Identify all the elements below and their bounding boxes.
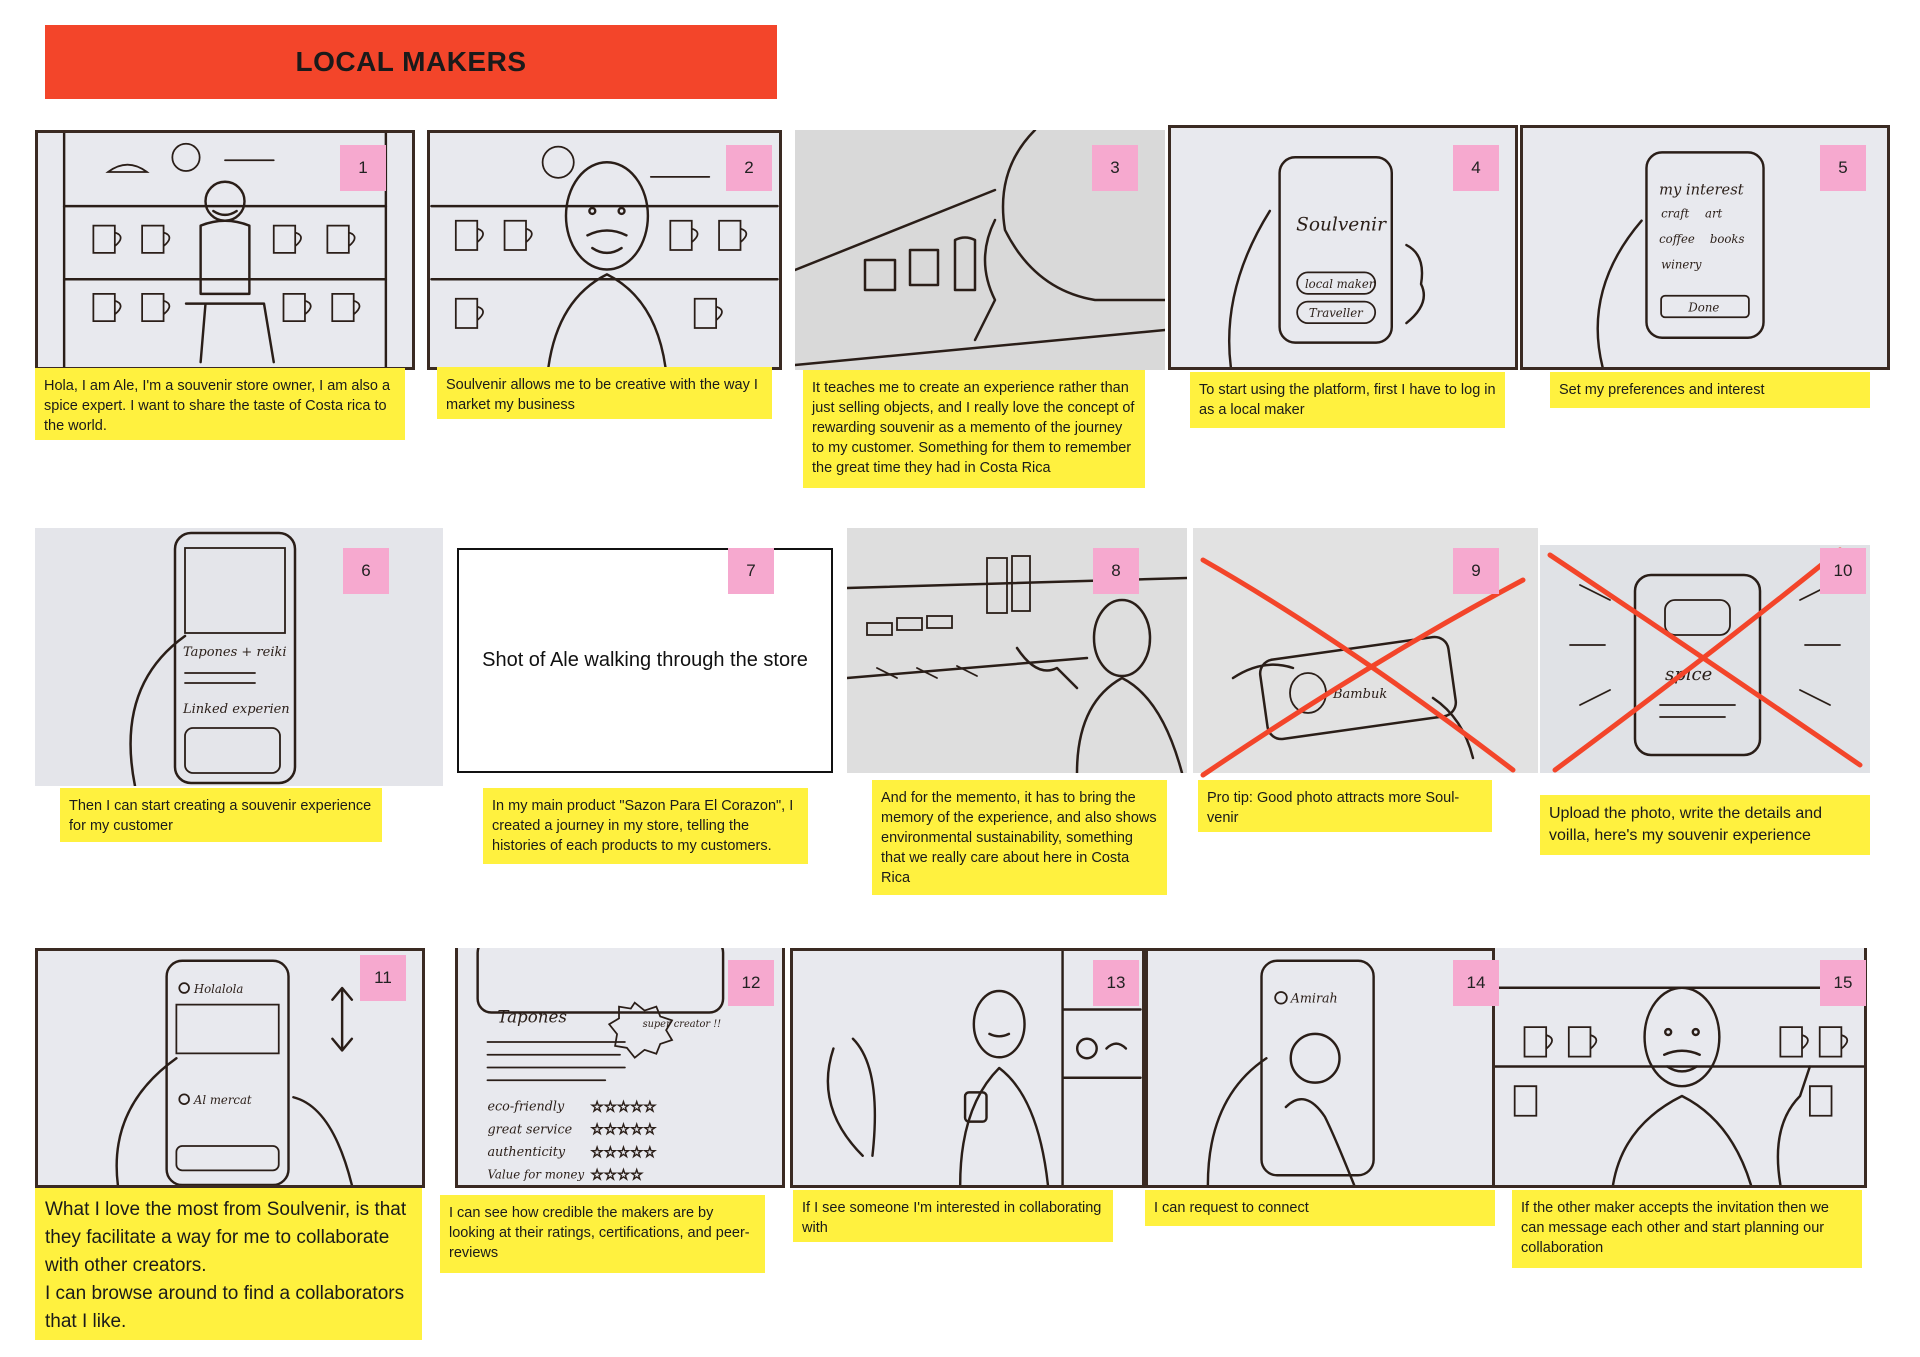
panel-number-4: 4	[1453, 145, 1499, 191]
svg-text:spice: spice	[1665, 664, 1712, 685]
caption-5: Set my preferences and interest	[1550, 372, 1870, 408]
caption-9: Pro tip: Good photo attracts more Soul-v…	[1198, 780, 1492, 832]
caption-6: Then I can start creating a souvenir exp…	[60, 788, 382, 842]
caption-13: If I see someone I'm interested in colla…	[793, 1190, 1113, 1242]
phone-browse-sketch: Holalola Al mercat	[115, 959, 354, 1185]
svg-text:Linked experien: Linked experien	[182, 702, 290, 717]
svg-text:Traveller: Traveller	[1309, 306, 1364, 320]
svg-text:books: books	[1710, 232, 1745, 246]
storyboard-frame-14: Amirah	[1145, 948, 1495, 1188]
hands-spice-sketch	[795, 130, 1165, 367]
storyboard-frame-13	[790, 948, 1145, 1188]
storyboard-frame-2	[427, 130, 782, 370]
svg-text:Holalola: Holalola	[193, 982, 243, 996]
panel-number-12: 12	[728, 960, 774, 1006]
svg-text:☆☆☆☆☆: ☆☆☆☆☆	[591, 1144, 657, 1161]
svg-text:Tapones: Tapones	[497, 1007, 567, 1026]
panel-number-13: 13	[1093, 960, 1139, 1006]
phone-login-sketch: Soulvenir local maker Traveller	[1227, 156, 1426, 367]
svg-text:super creator !!: super creator !!	[643, 1019, 722, 1030]
caption-3: It teaches me to create an experience ra…	[803, 370, 1145, 488]
caption-15: If the other maker accepts the invitatio…	[1512, 1190, 1862, 1268]
caption-11: What I love the most from Soulvenir, is …	[35, 1188, 422, 1340]
svg-text:art: art	[1705, 207, 1723, 221]
shelf-sketch-2	[430, 145, 779, 367]
storyboard-frame-12: Tapones super creator !! eco-friendly gr…	[455, 948, 785, 1188]
caption-8: And for the memento, it has to bring the…	[872, 780, 1167, 895]
svg-text:eco-friendly: eco-friendly	[487, 1100, 565, 1115]
title-banner: LOCAL MAKERS	[45, 25, 777, 99]
caption-14: I can request to connect	[1145, 1190, 1495, 1226]
sketch-app-name: Soulvenir	[1296, 214, 1387, 235]
panel-number-3: 3	[1092, 145, 1138, 191]
maker-reading-phone-sketch	[826, 951, 1142, 1185]
phone-connect-sketch: Amirah	[1206, 959, 1375, 1185]
storyboard-frame-7: Shot of Ale walking through the store	[457, 548, 833, 773]
panel-number-1: 1	[340, 145, 386, 191]
panel-number-5: 5	[1820, 145, 1866, 191]
caption-2: Soulvenir allows me to be creative with …	[437, 367, 772, 419]
storyboard-frame-15	[1492, 948, 1867, 1188]
svg-text:Tapones + reiki: Tapones + reiki	[183, 645, 287, 660]
phone-create-sketch: Tapones + reiki Linked experien	[129, 531, 297, 786]
svg-text:craft: craft	[1661, 207, 1689, 221]
panel-number-14: 14	[1453, 960, 1499, 1006]
profile-ratings-sketch: Tapones super creator !! eco-friendly gr…	[476, 948, 725, 1184]
svg-text:Al mercat: Al mercat	[193, 1093, 252, 1107]
svg-text:☆☆☆☆☆: ☆☆☆☆☆	[591, 1099, 657, 1116]
caption-10: Upload the photo, write the details and …	[1540, 795, 1870, 855]
svg-text:coffee: coffee	[1659, 232, 1695, 246]
caption-12: I can see how credible the makers are by…	[440, 1195, 765, 1273]
svg-text:great service: great service	[487, 1122, 572, 1137]
svg-text:☆☆☆☆☆: ☆☆☆☆☆	[591, 1121, 657, 1138]
panel-number-2: 2	[726, 145, 772, 191]
caption-7: In my main product "Sazon Para El Corazo…	[483, 788, 808, 864]
svg-text:☆☆☆☆: ☆☆☆☆	[591, 1166, 644, 1183]
panel-number-6: 6	[343, 548, 389, 594]
page-title: LOCAL MAKERS	[295, 46, 527, 77]
caption-1: Hola, I am Ale, I'm a souvenir store own…	[35, 368, 405, 440]
svg-text:Bambuk: Bambuk	[1332, 687, 1387, 702]
maker-waving-sketch	[1495, 986, 1864, 1185]
svg-text:Done: Done	[1687, 300, 1719, 314]
panel-number-8: 8	[1093, 548, 1139, 594]
svg-text:Value for money: Value for money	[487, 1167, 584, 1181]
shot-description: Shot of Ale walking through the store	[482, 649, 808, 671]
caption-4: To start using the platform, first I hav…	[1190, 372, 1505, 428]
panel-number-10: 10	[1820, 548, 1866, 594]
panel-number-15: 15	[1820, 960, 1866, 1006]
panel-number-9: 9	[1453, 548, 1499, 594]
panel-number-11: 11	[360, 955, 406, 1001]
svg-text:my interest: my interest	[1659, 181, 1744, 198]
phone-interest-sketch: my interest craft art coffee books winer…	[1596, 151, 1765, 367]
panel-number-7: 7	[728, 548, 774, 594]
svg-text:Amirah: Amirah	[1290, 991, 1338, 1006]
svg-text:local maker: local maker	[1305, 277, 1376, 291]
svg-text:winery: winery	[1661, 257, 1702, 271]
svg-text:authenticity: authenticity	[487, 1145, 565, 1160]
